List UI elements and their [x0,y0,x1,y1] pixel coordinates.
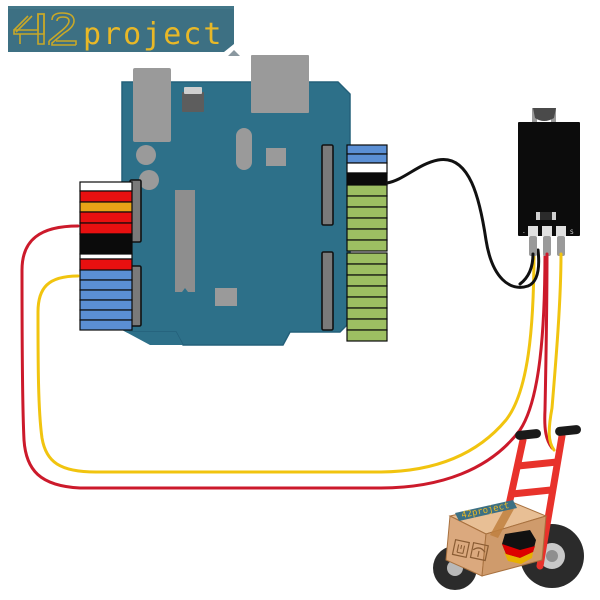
hand-truck-axle-back [546,550,558,562]
logo-digit-4-stroke-b [37,13,45,45]
pin-d9[interactable] [346,228,388,241]
pin-vin[interactable] [79,258,133,272]
reset-button[interactable] [182,92,204,112]
box-address-label [455,500,517,521]
sensor-pin-gnd [529,236,537,256]
pin-a5[interactable] [79,319,133,331]
pin-gnd-2[interactable] [346,172,388,186]
pin-gap[interactable] [79,253,133,260]
pin-a0[interactable] [79,269,133,281]
electrolytic-capacitor-1 [136,145,156,165]
pin-blank[interactable] [346,162,388,174]
wire-signal-yellow [36,248,536,474]
thermistor-bead [533,108,556,121]
pin-reset[interactable] [79,190,133,203]
sensor-pad-gnd [528,226,538,236]
pin-sda[interactable] [346,153,388,164]
pin-5v[interactable] [79,211,133,224]
sensor-smd-resistor-body [540,212,552,220]
temperature-sensor-module[interactable]: - S [518,108,580,256]
wire-gnd-stub [518,252,535,286]
socket-digital-right-bottom[interactable] [321,251,334,331]
sensor-pin-label-signal: S [570,229,574,236]
header-left-power-strip[interactable] [79,181,133,272]
wire-signal-stub [547,252,563,452]
header-left-analog-strip[interactable] [79,269,133,331]
pin-d13[interactable] [346,184,388,197]
logo-digit-2-stroke-d [56,40,77,45]
header-right-bottom-strip[interactable] [346,252,388,342]
sensor-pin-label-minus: - [522,229,526,236]
germany-map-flag [502,530,536,564]
reset-button-cap [184,87,202,94]
arduino-board-group[interactable] [121,55,351,346]
crystal-oscillator [236,128,252,170]
pin-d12[interactable] [346,195,388,208]
shipping-box[interactable]: 42project [445,500,548,577]
pin-d8[interactable] [346,239,388,252]
fragile-glass-icon-frame [451,538,471,558]
hand-truck-grip-right[interactable] [555,425,582,437]
power-jack [133,68,171,142]
germany-flag-band-red [502,544,535,558]
pin-d6[interactable] [346,263,388,276]
header-right-top-strip[interactable] [346,144,388,252]
pin-d10[interactable] [346,217,388,230]
logo-badge: project [8,6,240,56]
pin-d3[interactable] [346,296,388,309]
frame-rung-2 [508,486,555,498]
pcb-lower-left-tab [122,324,183,345]
wire-gnd-black [385,158,541,289]
pin-aref[interactable] [346,144,388,155]
logo-digit-2-stroke-a [51,12,76,46]
wire-vcc-red [20,224,547,490]
socket-digital-right-top[interactable] [321,144,334,226]
pin-ioref[interactable] [79,181,133,192]
pin-a1[interactable] [79,279,133,291]
germany-flag-band-gold [504,552,533,564]
fragile-glass-icon-glyph [456,544,466,555]
keep-dry-umbrella-icon-glyph [472,547,486,557]
pin-d11[interactable] [346,206,388,219]
pin-3v3[interactable] [79,201,133,213]
icsp-header [215,288,237,306]
box-tape-strip [490,506,514,538]
pin-d2[interactable] [346,307,388,320]
pin-d4[interactable] [346,285,388,298]
smd-chip [266,148,286,166]
pin-a4[interactable] [79,309,133,321]
sensor-pin-vcc [543,236,551,256]
logo-digit-2-stroke-b [48,16,70,42]
sensor-pin-signal [557,236,565,256]
sensor-pad-signal [556,226,566,236]
pin-gnd-1[interactable] [79,233,133,255]
logo-digit-4-stroke-c [15,15,33,33]
frame-rung-1 [514,458,561,470]
logo-digit-4-stroke-d [13,15,29,31]
logo-badge-highlight [8,6,234,9]
wire-vcc-stub [543,252,554,450]
pin-d7[interactable] [346,252,388,265]
pin-d5[interactable] [346,274,388,287]
pin-5v-b[interactable] [79,222,133,235]
sensor-body[interactable] [518,122,580,236]
pin-a2[interactable] [79,289,133,301]
electrolytic-capacitor-2 [139,170,159,190]
logo-digits-group [13,12,77,46]
pin-a3[interactable] [79,299,133,311]
hand-truck-grip-left[interactable] [515,429,542,441]
logo-word-text: project [83,17,223,52]
box-handling-symbols [451,538,489,562]
keep-dry-umbrella-icon-frame [469,541,489,562]
usb-connector [251,55,309,113]
sensor-pad-vcc [542,226,552,236]
pin-d1[interactable] [346,318,388,331]
pin-d0[interactable] [346,329,388,342]
microcontroller-ic [175,190,195,292]
logo-shadow-fold [228,50,240,56]
